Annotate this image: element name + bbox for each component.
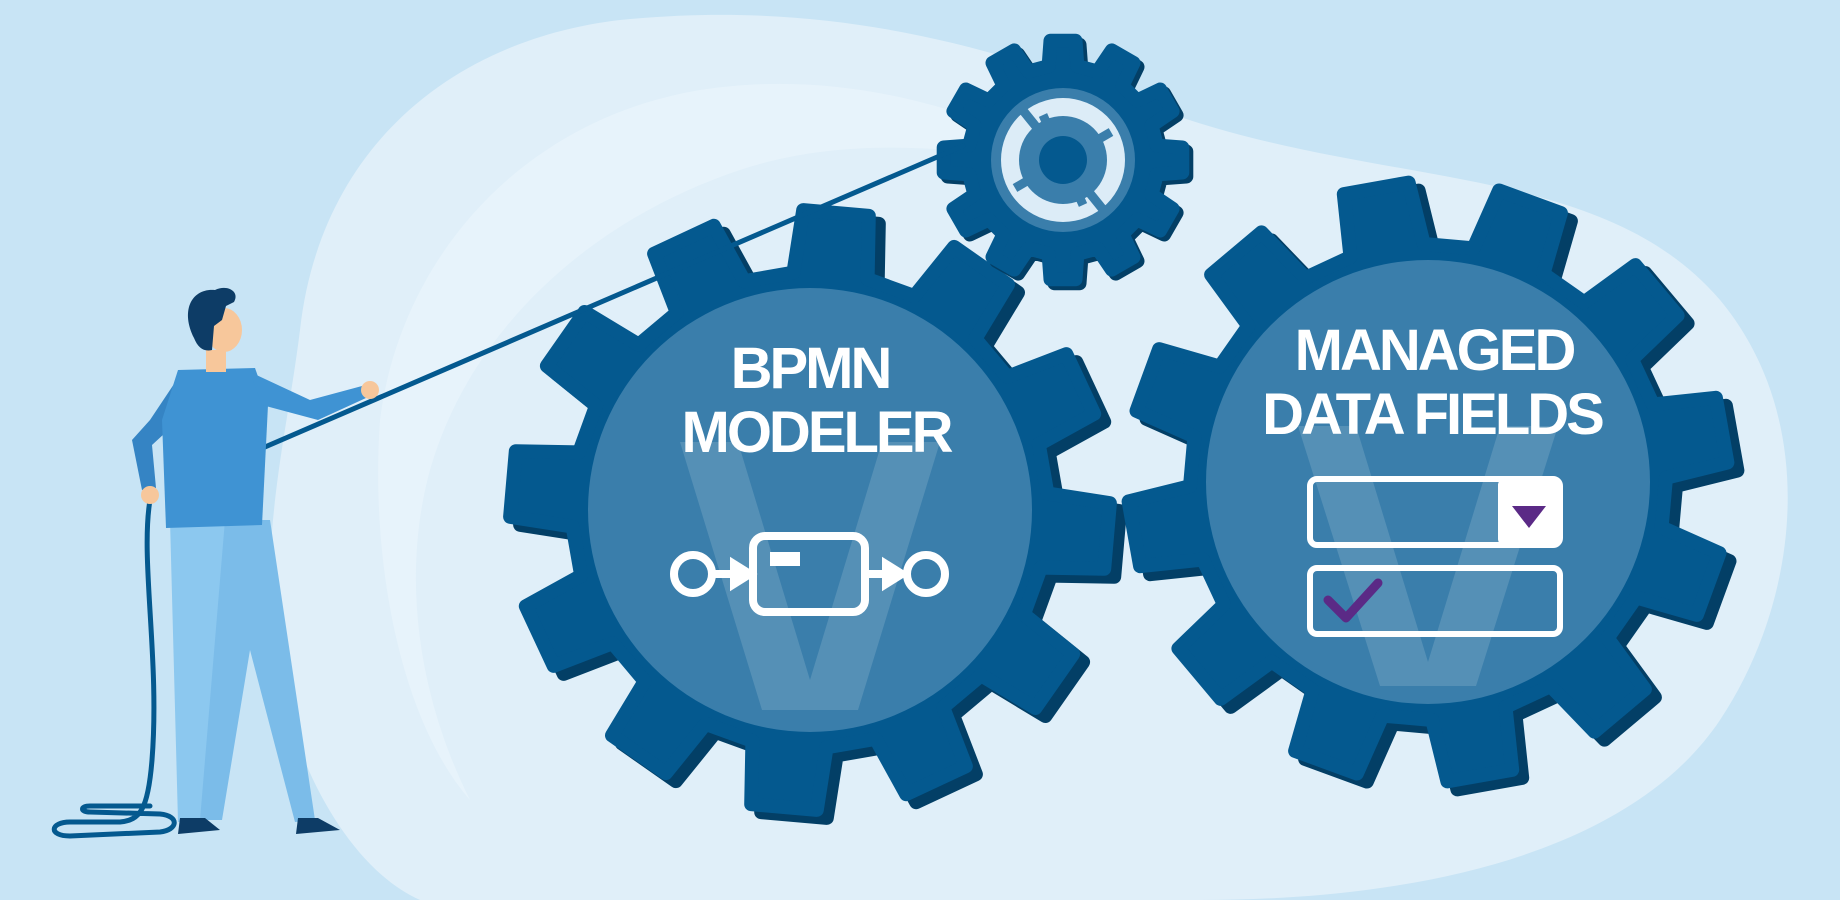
person-neck — [206, 350, 226, 372]
person-hair — [188, 287, 236, 351]
rope — [257, 142, 966, 453]
small-gear-icon — [936, 33, 1194, 291]
person-leg-front — [170, 520, 225, 822]
bpmn-process-icon — [670, 532, 949, 616]
managed-data-fields-gear: MANAGED DATA FIELDS — [1121, 175, 1745, 797]
person-hand-front — [361, 381, 379, 399]
gear-title-line1: MANAGED — [1295, 318, 1575, 383]
gear-title-line1: BPMN — [731, 336, 890, 401]
dropdown-arrow-icon — [1512, 506, 1546, 528]
checkmark-icon — [1323, 578, 1383, 623]
person-arm-front — [250, 372, 366, 420]
person-leg-back — [198, 520, 315, 822]
small-gear-hole — [1039, 136, 1087, 184]
checkbox-field-icon — [1307, 565, 1563, 637]
background-blob-light — [378, 83, 1120, 801]
v-logo-watermark — [1298, 426, 1558, 686]
rope-slack — [51, 497, 177, 839]
gear-title-line2: MODELER — [682, 400, 953, 465]
person-pulling-rope — [132, 287, 379, 834]
person-shoe-left — [178, 818, 220, 834]
gear-inner-disc — [588, 288, 1032, 732]
person-hand-back — [141, 486, 159, 504]
dropdown-field-icon — [1307, 476, 1563, 548]
bpmn-modeler-gear: BPMN MODELER — [503, 203, 1127, 825]
v-logo-watermark — [680, 442, 940, 710]
person-shoe-right — [296, 818, 340, 834]
person-torso — [162, 368, 268, 528]
gear-title-line2: DATA FIELDS — [1262, 382, 1603, 447]
